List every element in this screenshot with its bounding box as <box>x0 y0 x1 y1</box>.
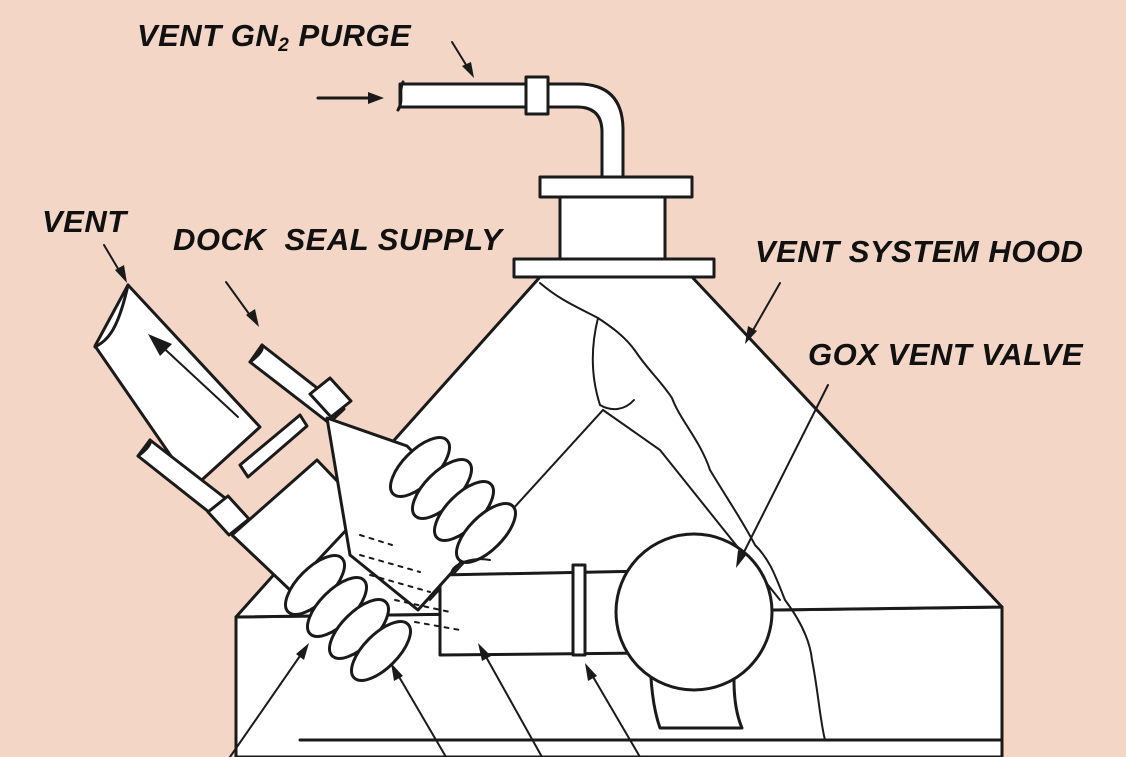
vent-label-leader <box>103 244 121 273</box>
vent-duct <box>93 283 262 490</box>
label-vent-gn2-purge: VENT GN2 PURGE <box>137 18 412 56</box>
gox-vent-valve <box>614 532 774 730</box>
label-gox-vent-valve: GOX VENT VALVE <box>808 337 1084 372</box>
dock-seal-label-leader <box>225 281 253 319</box>
vent-pipe <box>438 563 654 657</box>
label-vent-system-hood: VENT SYSTEM HOOD <box>755 234 1084 269</box>
hood-label-leader <box>751 282 781 333</box>
purge-flange-stack <box>512 175 716 279</box>
purge-label-leader <box>451 41 469 69</box>
dock-seal-hoses <box>136 343 353 537</box>
flow-dashes <box>359 534 461 631</box>
leader-arrows <box>103 41 829 757</box>
dock-seal-coupling <box>230 413 517 682</box>
seal-bellows <box>284 436 517 682</box>
label-dock-seal-supply: DOCK SEAL SUPPLY <box>173 222 503 257</box>
label-vent: VENT <box>42 204 127 239</box>
gn2-purge-line <box>396 75 625 179</box>
valve-label-leader <box>741 384 829 557</box>
